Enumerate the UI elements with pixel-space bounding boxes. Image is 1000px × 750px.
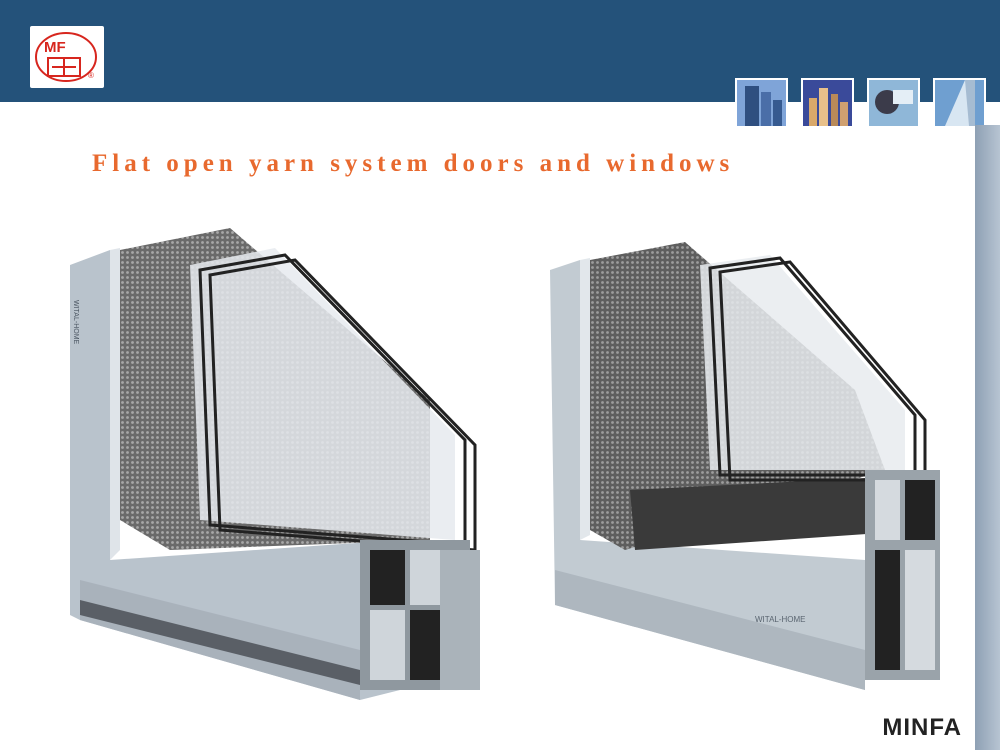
- window-profile-left-image: WITAL-HOME: [70, 228, 480, 700]
- glass-building-image: [933, 78, 986, 128]
- window-profile-right-image: WITAL-HOME: [550, 242, 940, 690]
- brand-wordmark: MINFA: [882, 714, 962, 741]
- slide-title: Flat open yarn system doors and windows: [92, 150, 735, 177]
- product-mark-left: WITAL-HOME: [72, 300, 79, 345]
- company-logo: MF ®: [30, 26, 104, 88]
- thumbnail-strip: [735, 78, 986, 128]
- right-side-bar: [975, 125, 1000, 750]
- registered-mark: ®: [88, 71, 94, 80]
- phone-call-image: [867, 78, 920, 128]
- header-bar: MF ®: [0, 0, 1000, 128]
- night-city-image: [801, 78, 854, 128]
- product-mark-right: WITAL-HOME: [755, 615, 806, 624]
- logo-emblem-icon: MF ®: [35, 32, 97, 82]
- logo-text: MF: [44, 39, 66, 56]
- city-skyscraper-image: [735, 78, 788, 128]
